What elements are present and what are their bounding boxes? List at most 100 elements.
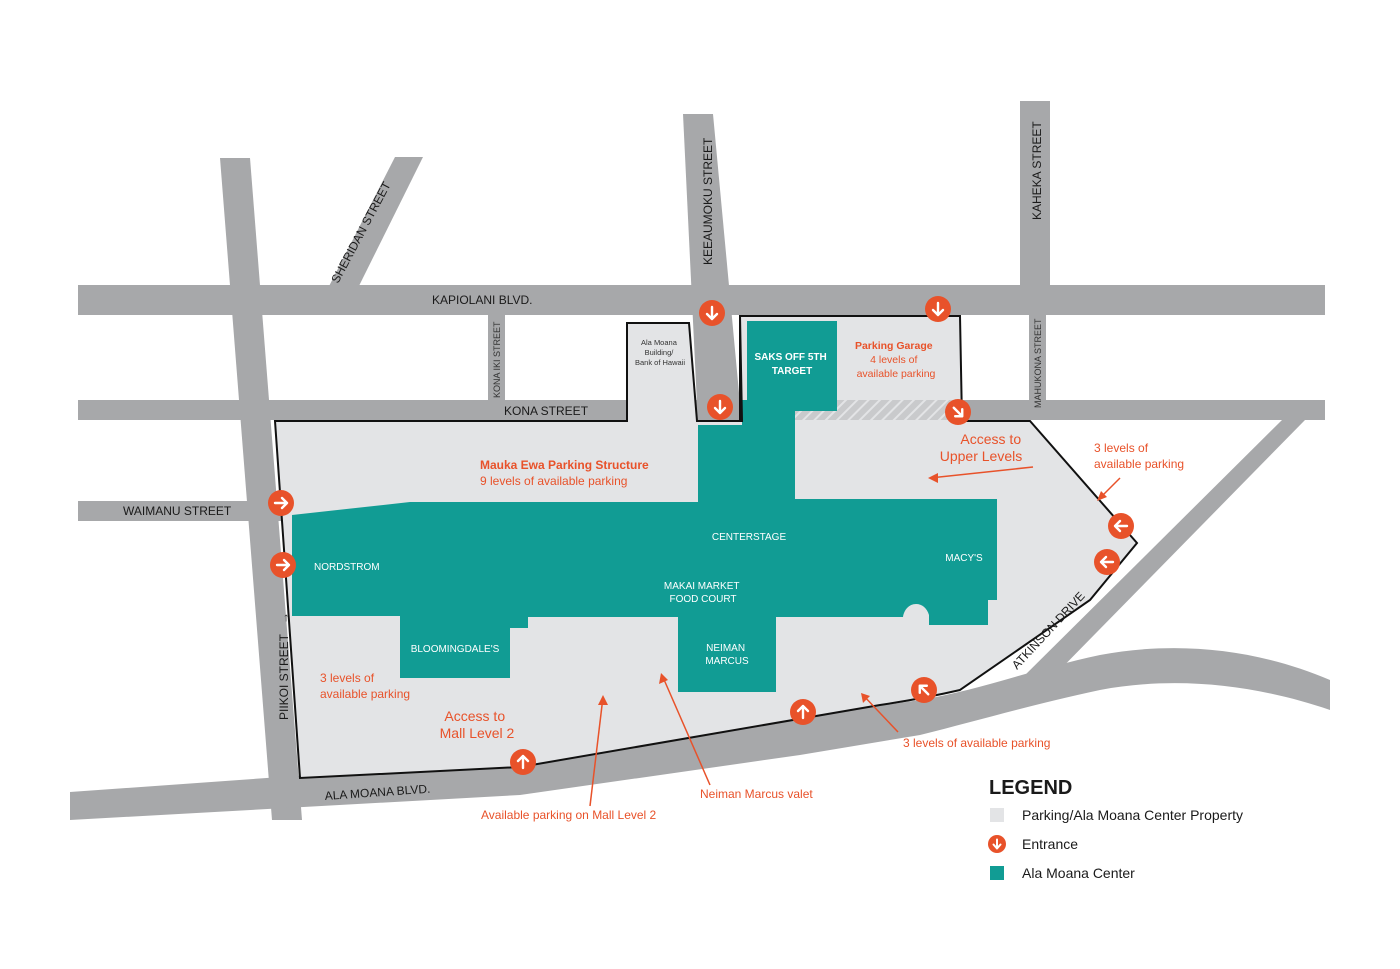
parking-garage-line-3: available parking	[857, 368, 936, 380]
entrance-alamoana-center[interactable]	[790, 699, 816, 725]
neiman-line-1: NEIMAN	[706, 643, 745, 654]
south-levels-pointer	[861, 693, 899, 733]
piikoi-street-road	[220, 158, 302, 820]
parking-garage-title: Parking Garage	[855, 340, 933, 352]
valet-pointer-head	[659, 673, 668, 684]
note-pointer-heads	[598, 473, 1107, 705]
three-levels-west-line-2: available parking	[320, 687, 410, 701]
target-label: TARGET	[772, 366, 812, 377]
saks-label: SAKS OFF 5TH	[754, 352, 826, 363]
arrow-down-icon	[705, 305, 719, 321]
keeaumoku-street-road	[683, 114, 742, 425]
upper-levels-pointer-head	[928, 473, 938, 483]
bank-line-2: Building/	[645, 348, 675, 357]
three-levels-south-note: 3 levels of available parking	[903, 736, 1050, 750]
atkinson-drive-road	[1013, 420, 1305, 687]
waimanu-street-road	[78, 501, 298, 521]
bank-building-label: Ala Moana Building/ Bank of Hawaii	[635, 338, 685, 367]
east-levels-pointer-head	[1097, 491, 1107, 501]
legend-property-swatch	[990, 808, 1004, 822]
kona-street-label: KONA STREET	[504, 404, 589, 418]
arrow-up-left-icon	[918, 684, 930, 696]
kona-iki-street-road	[488, 315, 505, 401]
sheridan-street-road	[322, 157, 423, 300]
waimanu-label: WAIMANU STREET	[123, 504, 232, 518]
entrance-atkinson-south[interactable]	[1094, 549, 1120, 575]
arrow-left-icon	[1099, 555, 1115, 569]
nordstrom-label: NORDSTROM	[314, 562, 380, 573]
saks-connector	[742, 400, 795, 425]
three-levels-east-note: 3 levels of available parking	[1094, 439, 1184, 471]
entrance-markers	[268, 296, 1134, 775]
mall2-parking-pointer	[589, 696, 604, 807]
entrance-kona-mahukona[interactable]	[945, 399, 971, 425]
kona-street-road	[78, 400, 1325, 420]
piikoi-direction-arrow: →	[277, 612, 291, 624]
makai-line-2: FOOD COURT	[669, 594, 736, 605]
bank-line-1: Ala Moana	[641, 338, 678, 347]
roads	[70, 101, 1330, 820]
parking-garage-line-2: 4 levels of	[870, 354, 917, 366]
macys-label: MACY'S	[945, 553, 983, 564]
legend-entrance-label: Entrance	[1022, 836, 1078, 852]
legend-mall-label: Ala Moana Center	[1022, 865, 1135, 881]
upper-levels-pointer	[929, 466, 1034, 479]
mahukona-street-road	[1029, 315, 1046, 401]
entrance-alamoana-mall2[interactable]	[510, 749, 536, 775]
mauka-ewa-line-2: 9 levels of available parking	[480, 474, 627, 488]
access-upper-line-2: Upper Levels	[940, 448, 1023, 464]
makai-line-1: MAKAI MARKET	[664, 581, 739, 592]
piikoi-label: PIIKOI STREET	[277, 633, 291, 720]
parking-garage-note: Parking Garage 4 levels of available par…	[855, 336, 937, 380]
saks-target-building	[747, 321, 837, 411]
access-mall2-line-1: Access to	[444, 708, 505, 724]
entrance-atkinson-north[interactable]	[1108, 513, 1134, 539]
bank-line-3: Bank of Hawaii	[635, 358, 685, 367]
legend-mall-swatch	[990, 866, 1004, 880]
neiman-marcus-label: NEIMAN MARCUS	[705, 643, 749, 667]
legend: LEGEND Parking/Ala Moana Center Property…	[988, 777, 1243, 881]
mauka-ewa-note: Mauka Ewa Parking Structure 9 levels of …	[480, 456, 653, 488]
entrance-piikoi-waimanu[interactable]	[268, 490, 294, 516]
neiman-line-2: MARCUS	[705, 656, 749, 667]
note-pointers	[589, 466, 1121, 807]
access-mall2-line-2: Mall Level 2	[440, 725, 515, 741]
arrow-up-icon	[516, 754, 530, 770]
centerstage-label: CENTERSTAGE	[712, 532, 787, 543]
access-mall2-note: Access to Mall Level 2	[440, 708, 515, 741]
saks-target-label: SAKS OFF 5TH TARGET	[754, 352, 829, 377]
kona-iki-label: KONA IKI STREET	[492, 321, 502, 398]
arrow-down-icon	[931, 301, 945, 317]
mall2-parking-pointer-head	[598, 695, 608, 705]
arrow-up-icon	[796, 704, 810, 720]
valet-pointer	[661, 674, 711, 786]
entrance-piikoi-nordstrom[interactable]	[270, 552, 296, 578]
three-levels-west-line-1: 3 levels of	[320, 671, 375, 685]
piikoi-label-group: PIIKOI STREET →	[277, 612, 291, 720]
main-mall-building	[292, 425, 997, 692]
bloomingdales-label: BLOOMINGDALE'S	[411, 644, 500, 655]
kapiolani-label: KAPIOLANI BLVD.	[432, 293, 532, 307]
arrow-left-icon	[1113, 519, 1129, 533]
entrance-kapiolani-garage[interactable]	[925, 296, 951, 322]
mall2-parking-note: Available parking on Mall Level 2	[481, 808, 657, 822]
arrow-down-icon	[713, 399, 727, 415]
arrow-down-icon	[992, 838, 1002, 850]
three-levels-east-line-2: available parking	[1094, 457, 1184, 471]
entrance-kapiolani-keeaumoku[interactable]	[699, 300, 725, 326]
entrance-alamoana-east[interactable]	[911, 677, 937, 703]
legend-property-label: Parking/Ala Moana Center Property	[1022, 807, 1243, 823]
arrow-right-icon	[275, 558, 291, 572]
mahukona-label: MAHUKONA STREET	[1033, 318, 1043, 408]
mauka-ewa-title: Mauka Ewa Parking Structure	[480, 458, 649, 472]
makai-market-label: MAKAI MARKET FOOD COURT	[664, 581, 742, 605]
arrow-down-right-icon	[952, 406, 964, 418]
arrow-right-icon	[273, 496, 289, 510]
kaheka-street-road	[1020, 101, 1050, 287]
three-levels-west-note: 3 levels of available parking	[320, 669, 410, 701]
three-levels-east-line-1: 3 levels of	[1094, 441, 1149, 455]
neiman-valet-note: Neiman Marcus valet	[700, 787, 813, 801]
entrance-kona-keeaumoku[interactable]	[707, 394, 733, 420]
mall-buildings	[292, 321, 997, 692]
